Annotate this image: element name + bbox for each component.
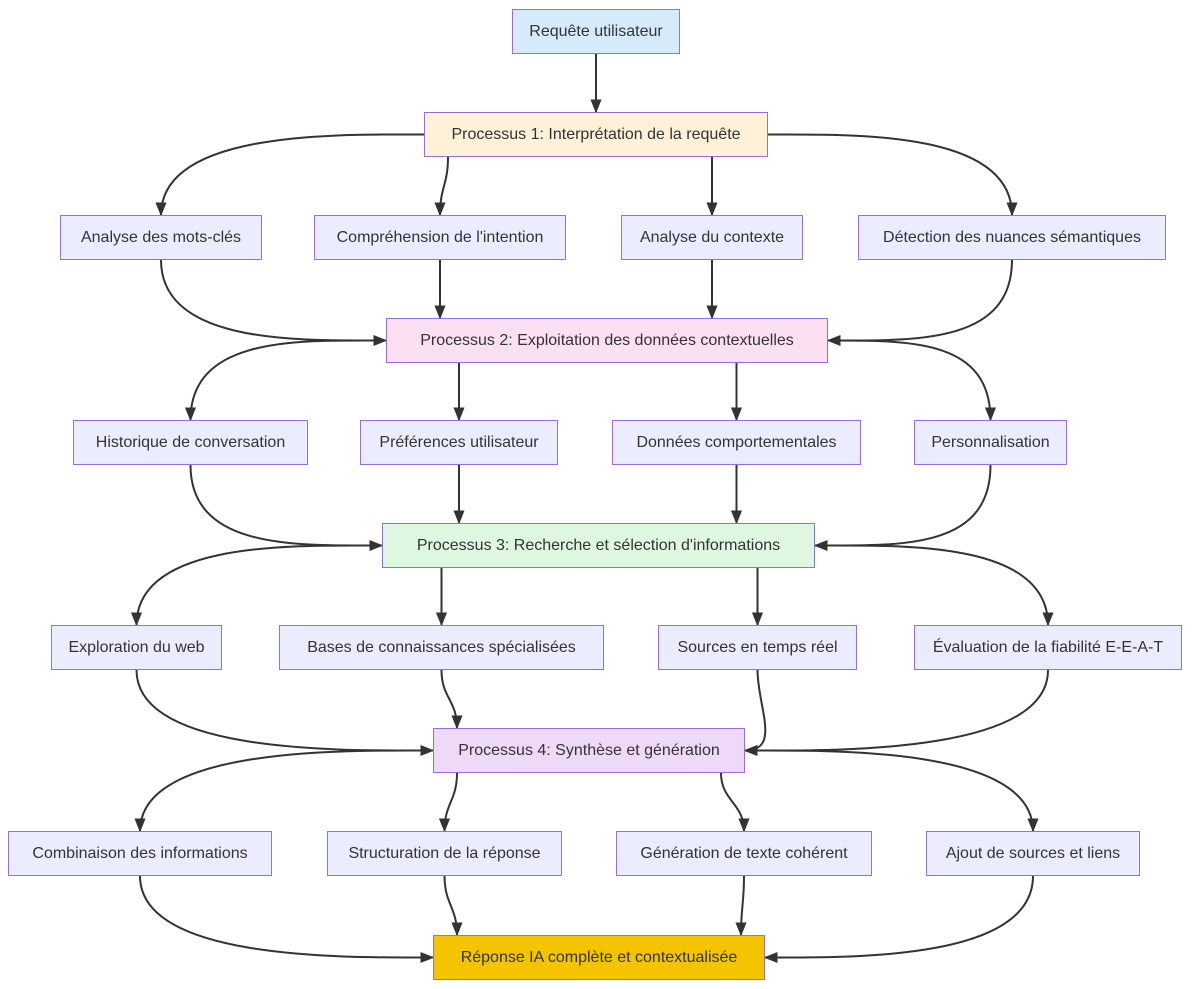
edge-p4-d2 <box>438 772 458 833</box>
node-label: Détection des nuances sémantiques <box>883 228 1141 246</box>
node-reponse-ia-complete: Réponse IA complète et contextualisée <box>433 935 765 980</box>
node-structuration-reponse: Structuration de la réponse <box>327 831 562 876</box>
edge-d4-final <box>763 875 1034 964</box>
edge-p4-d1 <box>134 749 434 833</box>
node-label: Réponse IA complète et contextualisée <box>460 948 738 966</box>
edge-p1-a2 <box>434 156 449 217</box>
node-combinaison-informations: Combinaison des informations <box>8 831 272 876</box>
node-exploration-web: Exploration du web <box>51 625 222 670</box>
node-label: Structuration de la réponse <box>348 844 541 862</box>
node-label: Requête utilisateur <box>529 22 663 40</box>
edge-c1-p4 <box>135 669 435 757</box>
node-label: Données comportementales <box>636 433 837 451</box>
edge-d3-final <box>735 875 747 937</box>
node-personnalisation: Personnalisation <box>914 420 1067 465</box>
node-label: Personnalisation <box>931 433 1050 451</box>
node-processus-2-exploitation: Processus 2: Exploitation des données co… <box>386 318 828 363</box>
node-bases-connaissances-specialisees: Bases de connaissances spécialisées <box>279 625 604 670</box>
node-label: Analyse des mots-clés <box>80 228 242 246</box>
node-label: Compréhension de l'intention <box>336 228 544 246</box>
edge-b1-p3 <box>189 464 384 552</box>
node-label: Processus 3: Recherche et sélection d'in… <box>416 536 781 554</box>
node-requete-utilisateur: Requête utilisateur <box>512 9 680 54</box>
edge-c3-p4 <box>743 669 767 757</box>
edge-p2-b1 <box>184 339 387 422</box>
node-processus-4-synthese: Processus 4: Synthèse et génération <box>433 728 745 773</box>
edge-p2-b4 <box>827 339 997 422</box>
node-label: Exploration du web <box>68 638 205 656</box>
node-preferences-utilisateur: Préférences utilisateur <box>360 420 558 465</box>
node-analyse-contexte: Analyse du contexte <box>621 215 803 260</box>
edge-d1-final <box>139 875 435 964</box>
edge-a1-p2 <box>160 259 388 347</box>
node-label: Historique de conversation <box>95 433 286 451</box>
edge-p4-d4 <box>744 749 1039 833</box>
node-label: Génération de texte cohérent <box>640 844 848 862</box>
node-processus-3-recherche: Processus 3: Recherche et sélection d'in… <box>382 523 815 568</box>
node-label: Préférences utilisateur <box>379 433 539 451</box>
edge-a4-p2 <box>826 259 1013 347</box>
edge-p4-d3 <box>720 772 750 833</box>
edge-d2-final <box>443 875 463 937</box>
node-label: Sources en temps réel <box>677 638 838 656</box>
edge-p3-c4 <box>814 544 1054 627</box>
node-label: Combinaison des informations <box>32 844 248 862</box>
node-label: Bases de connaissances spécialisées <box>307 638 576 656</box>
edge-c2-p4 <box>440 669 463 730</box>
node-evaluation-fiabilite-eeat: Évaluation de la fiabilité E-E-A-T <box>914 625 1182 670</box>
edge-p1-a1 <box>155 133 425 217</box>
node-processus-1-interpretation: Processus 1: Interprétation de la requêt… <box>424 112 768 157</box>
node-label: Ajout de sources et liens <box>945 844 1121 862</box>
edge-b4-p3 <box>813 464 992 552</box>
node-label: Analyse du contexte <box>639 228 785 246</box>
node-historique-conversation: Historique de conversation <box>73 420 308 465</box>
node-label: Évaluation de la fiabilité E-E-A-T <box>932 638 1164 656</box>
node-donnees-comportementales: Données comportementales <box>612 420 861 465</box>
node-label: Processus 4: Synthèse et génération <box>458 741 720 759</box>
node-comprehension-intention: Compréhension de l'intention <box>314 215 566 260</box>
edge-p3-c1 <box>130 544 383 627</box>
node-detection-nuances-semantiques: Détection des nuances sémantiques <box>858 215 1166 260</box>
node-analyse-mots-cles: Analyse des mots-clés <box>60 215 262 260</box>
node-generation-texte-coherent: Génération de texte cohérent <box>616 831 872 876</box>
node-label: Processus 2: Exploitation des données co… <box>420 331 794 349</box>
edge-c4-p4 <box>743 669 1049 757</box>
node-ajout-sources-liens: Ajout de sources et liens <box>926 831 1140 876</box>
node-label: Processus 1: Interprétation de la requêt… <box>451 125 741 143</box>
node-sources-temps-reel: Sources en temps réel <box>658 625 857 670</box>
edge-p1-a4 <box>767 133 1018 217</box>
